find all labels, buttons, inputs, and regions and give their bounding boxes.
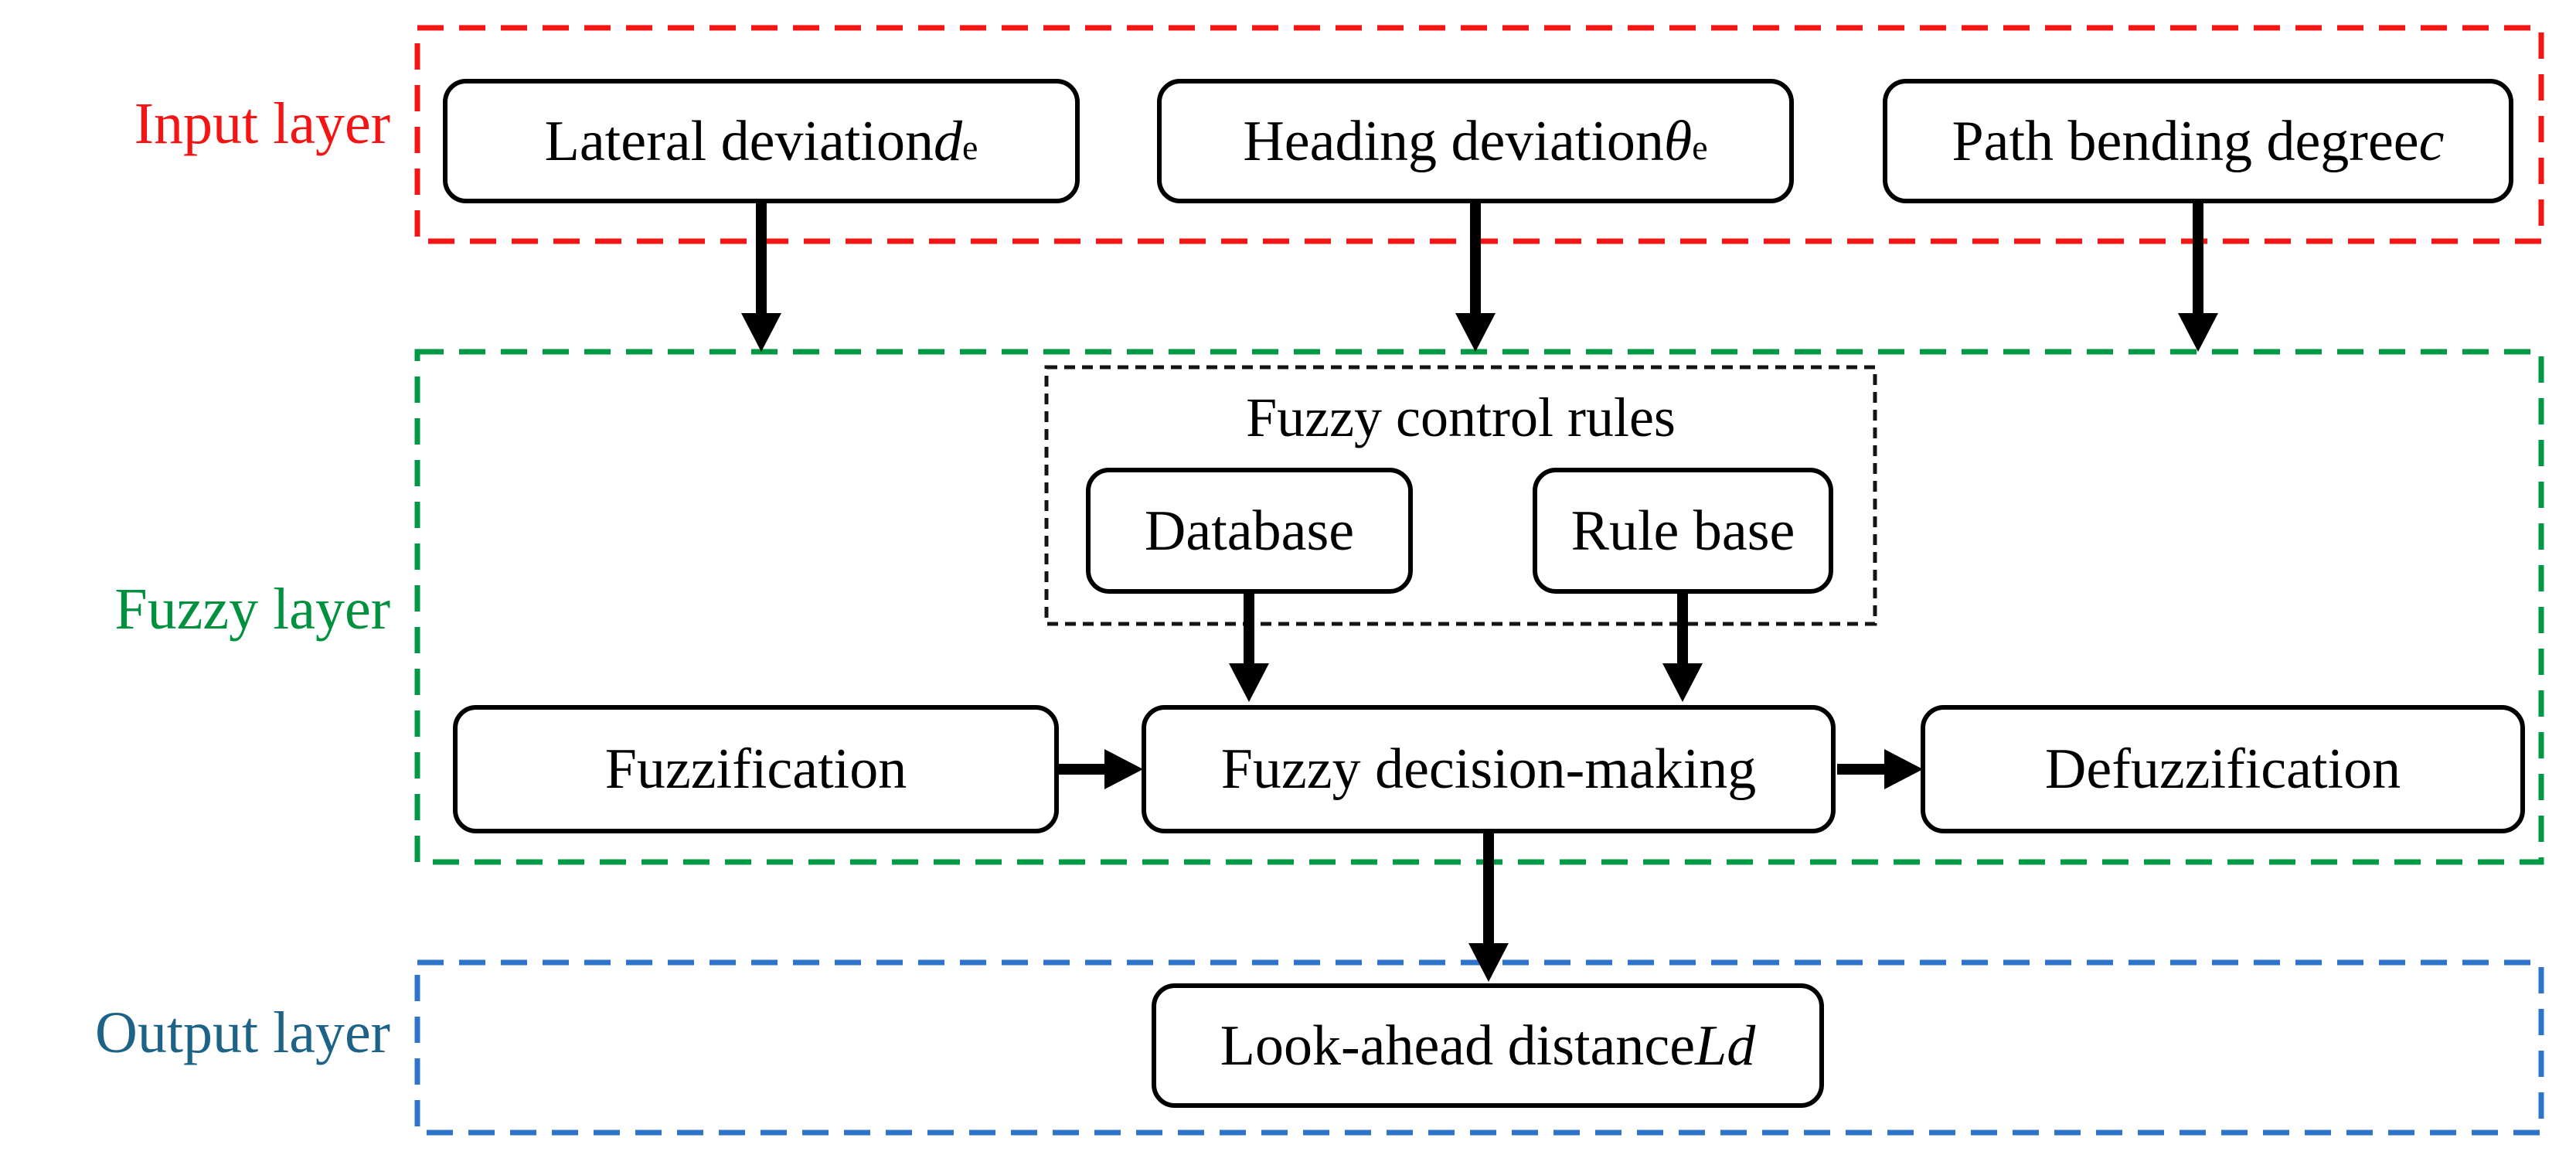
variable-symbol: c bbox=[2418, 109, 2445, 173]
fuzzy-layer-label: Fuzzy layer bbox=[114, 577, 390, 642]
node-label: Path bending degree bbox=[1952, 109, 2419, 173]
node-fuzzy-decision-making: Fuzzy decision-making bbox=[1142, 705, 1836, 833]
node-defuzzification: Defuzzification bbox=[1921, 705, 2525, 833]
variable-symbol: θ bbox=[1663, 109, 1693, 173]
node-database: Database bbox=[1086, 468, 1413, 594]
fuzzy-control-rules-boundary bbox=[1044, 365, 1877, 626]
output-layer-label: Output layer bbox=[94, 1000, 390, 1065]
arrow-rulebase-to-decision bbox=[1662, 594, 1703, 702]
arrow-database-to-decision bbox=[1229, 594, 1269, 702]
fuzzy-layer-boundary bbox=[414, 349, 2544, 865]
variable-subscript: e bbox=[1692, 127, 1708, 167]
node-label: Database bbox=[1144, 499, 1355, 563]
input-layer-label: Input layer bbox=[134, 91, 390, 156]
node-rule-base: Rule base bbox=[1533, 468, 1833, 594]
arrow-heading-to-fuzzy bbox=[1455, 203, 1496, 352]
arrow-decision-to-output bbox=[1468, 833, 1509, 982]
variable-subscript: e bbox=[962, 127, 978, 167]
node-label: Defuzzification bbox=[2044, 738, 2401, 801]
arrow-fuzzification-to-decision bbox=[1057, 749, 1143, 789]
variable-symbol: Ld bbox=[1695, 1014, 1756, 1078]
node-label: Fuzzy decision-making bbox=[1220, 738, 1757, 801]
node-path-bending-degree: Path bending degree c bbox=[1883, 79, 2513, 203]
node-label: Heading deviation bbox=[1243, 109, 1664, 173]
node-label: Fuzzification bbox=[604, 738, 907, 801]
node-look-ahead-distance: Look-ahead distance Ld bbox=[1152, 983, 1824, 1108]
arrow-path-to-fuzzy bbox=[2178, 203, 2218, 352]
node-label: Lateral deviation bbox=[544, 109, 934, 173]
node-label: Look-ahead distance bbox=[1220, 1014, 1696, 1078]
node-fuzzification: Fuzzification bbox=[453, 705, 1059, 833]
variable-symbol: d bbox=[934, 109, 962, 173]
node-label: Rule base bbox=[1570, 499, 1795, 563]
arrow-lateral-to-fuzzy bbox=[741, 203, 781, 352]
fuzzy-control-rules-title: Fuzzy control rules bbox=[1246, 386, 1676, 448]
arrow-decision-to-defuzzification bbox=[1837, 749, 1923, 789]
